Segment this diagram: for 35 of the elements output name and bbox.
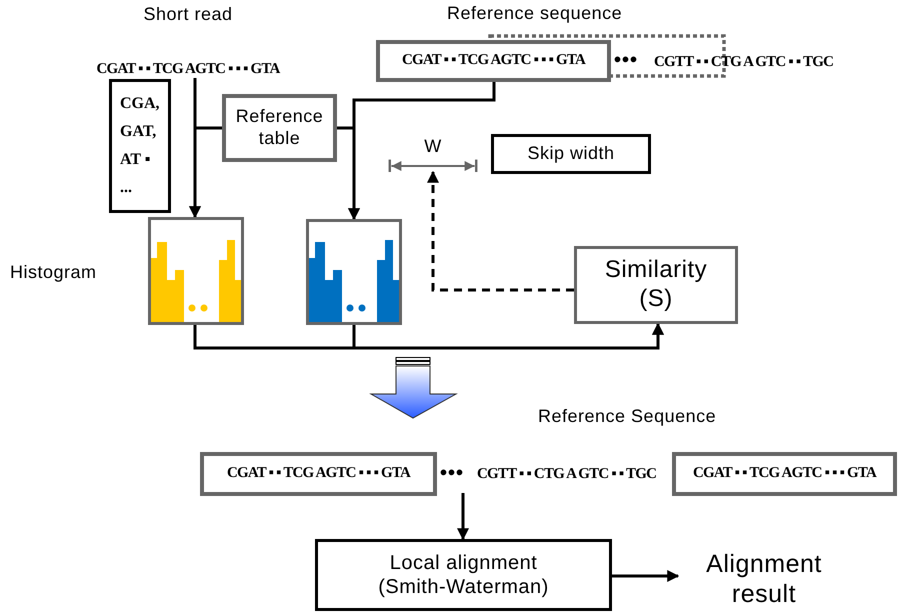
sequence-text: CGTT ▪ ▪ CTG A GTC ▪ ▪ TGC [477, 466, 656, 482]
node-text: W [424, 136, 442, 158]
node-text: CGAT ▪ ▪ TCG AGTC ▪ ▪ ▪ GTA [226, 465, 410, 483]
sequence-window-box [376, 40, 611, 82]
arrow [457, 493, 469, 540]
histogram-panel [148, 217, 244, 325]
node-text: Similarity (S) [604, 256, 708, 314]
node-text: CGAT ▪ ▪ TCG AGTC ▪ ▪ ▪ GTA [692, 465, 876, 483]
node-text: Short read [143, 4, 233, 26]
histogram-panel [306, 219, 402, 325]
arrow [427, 170, 574, 292]
process-box [491, 134, 651, 174]
node-text: Local alignment (Smith-Waterman) [377, 551, 550, 599]
process-box [222, 94, 337, 162]
arrow [352, 322, 664, 350]
row-label: Histogram [10, 262, 97, 282]
process-box [315, 539, 612, 611]
node-text: CGA, GAT, AT ▪ ... [120, 94, 160, 198]
node-text: Reference table [234, 106, 324, 150]
section-heading: Reference sequence [447, 3, 622, 23]
arrow [337, 126, 360, 220]
process-box [574, 246, 738, 324]
sequence-text: CGTT ▪ ▪ CTG A GTC ▪ ▪ TGC [654, 54, 834, 70]
ellipsis-dots: ••• [440, 462, 464, 484]
section-heading: Reference Sequence [538, 406, 716, 426]
node-text: CGAT ▪ ▪ TCG AGTC ▪ ▪ ▪ GTA [96, 60, 280, 78]
node-text: CGAT ▪ ▪ TCG AGTC ▪ ▪ ▪ GTA [402, 52, 586, 70]
node-text: Skip width [527, 143, 615, 165]
arrow [189, 126, 222, 218]
kmer-list-box [109, 79, 171, 213]
node-text: Alignment result [705, 549, 823, 609]
sequence-window-box [672, 452, 897, 496]
arrow [612, 570, 680, 582]
sequence-window-box [200, 452, 437, 496]
ellipsis-dots: ••• [614, 49, 638, 71]
